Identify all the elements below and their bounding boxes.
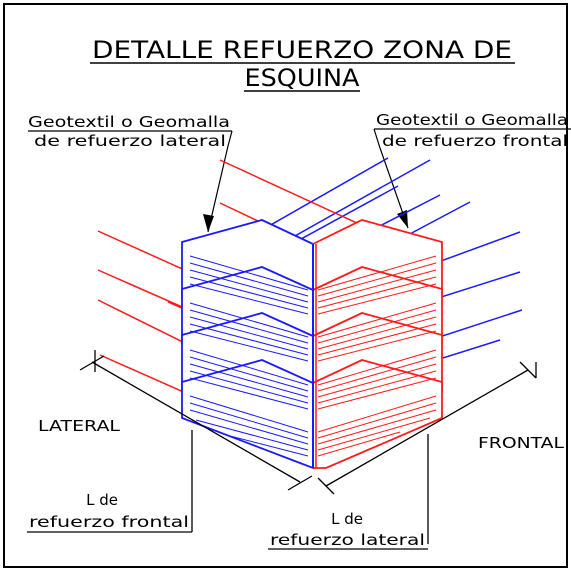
l-frontal-label-line-1: L de <box>86 491 118 509</box>
l-lateral-label-line-2: refuerzo lateral <box>270 531 425 549</box>
lateral-face-hatch <box>189 255 309 457</box>
lateral-geo-label-line-1: Geotextil o Geomalla <box>28 113 230 131</box>
lateral-face-wraps <box>181 219 314 470</box>
lateral-side-label: LATERAL <box>38 417 121 435</box>
frontal-geo-label-line-2: de refuerzo frontal <box>382 132 568 150</box>
l-frontal-label-line-2: refuerzo frontal <box>29 513 189 531</box>
frontal-geo-leader <box>373 128 409 229</box>
lateral-geo-arrowhead <box>203 214 214 232</box>
frontal-geo-arrowhead <box>397 210 408 228</box>
l-lateral-label-line-1: L de <box>331 510 363 528</box>
title-line-1: DETALLE REFUERZO ZONA DE <box>92 36 512 64</box>
frontal-geo-label-line-1: Geotextil o Geomalla <box>376 111 568 129</box>
frontal-side-label: FRONTAL <box>478 434 565 452</box>
dimension-lines <box>79 350 537 544</box>
lateral-geo-label-line-2: de refuerzo lateral <box>34 132 226 150</box>
drawing-border <box>3 3 568 568</box>
lateral-geo-leader <box>207 130 233 233</box>
title-line-2: ESQUINA <box>245 64 361 92</box>
frontal-face-hatch <box>317 255 437 457</box>
